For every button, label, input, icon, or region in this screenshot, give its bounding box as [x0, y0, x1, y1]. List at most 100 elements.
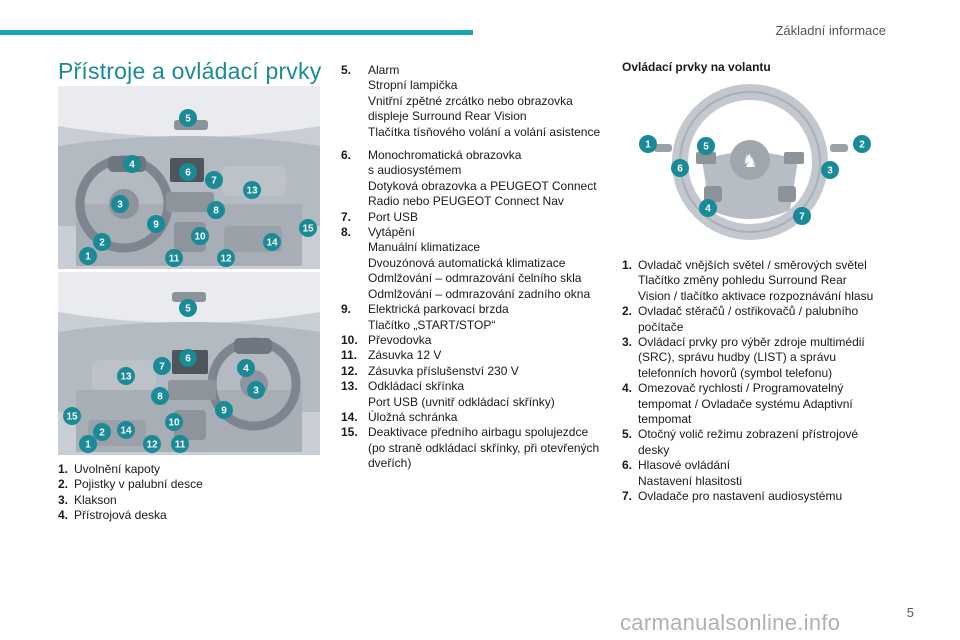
- callout-badge-label: 14: [266, 238, 278, 249]
- callout-badge-label: 15: [66, 412, 78, 423]
- section-title: Základní informace: [775, 23, 886, 38]
- list-item: 14.Úložná schránka: [341, 410, 611, 425]
- item-text: Převodovka: [368, 333, 611, 348]
- item-line: displeje Surround Rear Vision: [368, 109, 527, 124]
- item-number: 11.: [341, 348, 358, 363]
- item-number: 5.: [341, 63, 352, 77]
- callout-badge-label: 4: [129, 160, 135, 171]
- callout-badge-label: 5: [185, 114, 191, 125]
- callout-badge-label: 6: [185, 354, 191, 365]
- callout-badge-label: 10: [168, 418, 180, 429]
- item-line: Uvolnění kapoty: [74, 462, 161, 476]
- item-line: Deaktivace předního airbagu spolujezdce: [368, 425, 589, 440]
- callout-badge-6: [179, 163, 197, 181]
- item-line: Odmlžování – odmrazování čelního skla: [368, 271, 582, 286]
- list-item: 2.Ovladač stěračů / ostřikovačů / palubn…: [622, 304, 892, 335]
- callout-badge-label: 6: [677, 164, 683, 175]
- item-number: 8.: [341, 225, 352, 240]
- list-item: 1. Ovladač vnějších světel / směrových sv…: [622, 258, 892, 304]
- item-line: Přístrojová deska: [74, 508, 167, 523]
- callout-badge-1: [639, 135, 657, 153]
- item-number: 1.: [58, 462, 69, 476]
- item-line: Klakson: [74, 492, 117, 507]
- callout-badge-1: [79, 247, 97, 265]
- callout-badge-label: 8: [213, 206, 219, 217]
- item-text: Přístrojová deska: [74, 508, 308, 523]
- item-text: Ovladače pro nastavení audiosystému: [638, 489, 892, 504]
- callout-badge-2: [93, 423, 111, 441]
- list-item: 5.Otočný volič režimu zobrazení přístroj…: [622, 427, 892, 458]
- callout-badge-6: [671, 159, 689, 177]
- item-line: s audiosystémem: [368, 163, 462, 178]
- list-item: 11. Zásuvka 12 V: [341, 348, 611, 363]
- item-line: Otočný volič režimu zobrazení přístrojov…: [638, 427, 859, 442]
- callout-badge-label: 13: [246, 186, 258, 197]
- callout-badge-label: 7: [799, 212, 805, 223]
- svg-text:♞: ♞: [742, 151, 758, 172]
- item-line: Vnitřní zpětné zrcátko nebo obrazovka: [368, 93, 573, 108]
- callout-badge-4: [123, 155, 141, 173]
- item-number: 4.: [622, 381, 633, 396]
- callout-badge-label: 13: [120, 372, 132, 383]
- item-line: Ovladač stěračů / ostřikovačů / palubníh…: [638, 304, 859, 319]
- callout-badge-2: [853, 135, 871, 153]
- item-line: Odkládací skřínka: [368, 379, 465, 394]
- item-line: dveřích): [368, 456, 412, 471]
- item-number: 4.: [58, 508, 69, 523]
- item-line: Vision / tlačítko aktivace rozpoznávání …: [638, 288, 874, 303]
- item-text: Zásuvka 12 V: [368, 348, 611, 363]
- callout-badge-6: [179, 349, 197, 367]
- item-line: Hlasové ovládání: [638, 458, 731, 473]
- callout-badge-12: [217, 249, 235, 267]
- item-number: 2.: [58, 477, 69, 492]
- list-spacer: [341, 140, 611, 148]
- item-line: Manuální klimatizace: [368, 240, 481, 255]
- item-line: Vytápění: [368, 225, 415, 240]
- item-line: tempomat / Ovladače systému Adaptivní: [638, 396, 853, 411]
- callout-badge-9: [147, 215, 165, 233]
- callout-badge-12: [143, 435, 161, 453]
- item-line: Dvouzónová automatická klimatizace: [368, 255, 566, 270]
- item-line: Radio nebo PEUGEOT Connect Nav: [368, 194, 564, 209]
- steering-wheel-heading: Ovládací prvky na volantu: [622, 60, 771, 74]
- page-number: 5: [906, 605, 914, 620]
- callout-badge-label: 14: [120, 426, 132, 437]
- callout-badge-label: 12: [146, 440, 158, 451]
- item-line: Ovladač vnějších světel / směrových svět…: [638, 258, 867, 272]
- item-line: Stropní lampička: [368, 78, 458, 93]
- list-item: 15.Deaktivace předního airbagu spolujezd…: [341, 425, 611, 471]
- callout-badge-7: [153, 357, 171, 375]
- callout-badge-5: [179, 299, 197, 317]
- item-text: Klakson: [74, 493, 308, 508]
- list-item: 7.Port USB: [341, 210, 611, 225]
- item-number: 1.: [622, 258, 633, 272]
- callout-badge-3: [821, 161, 839, 179]
- item-line: desky: [638, 442, 670, 457]
- item-line: Ovládací prvky pro výběr zdroje multiméd…: [638, 335, 865, 350]
- callout-badge-label: 2: [859, 140, 865, 151]
- callout-badge-4: [699, 199, 717, 217]
- callout-badge-4: [237, 359, 255, 377]
- callout-badge-label: 5: [703, 142, 709, 153]
- item-line: Tlačítka tísňového volání a volání asist…: [368, 124, 601, 139]
- callout-badge-label: 10: [194, 232, 206, 243]
- item-line: Monochromatická obrazovka: [368, 148, 522, 163]
- callout-badge-label: 5: [185, 304, 191, 315]
- callout-badge-3: [247, 381, 265, 399]
- callout-badge-label: 2: [99, 428, 105, 439]
- steering-controls-list: 1. Ovladač vnějších světel / směrových sv…: [622, 258, 892, 505]
- item-line: Tlačítko „START/STOP“: [368, 317, 496, 332]
- callout-badge-8: [207, 201, 225, 219]
- callout-badge-13: [117, 367, 135, 385]
- callout-badge-11: [171, 435, 189, 453]
- item-number: 14.: [341, 409, 358, 424]
